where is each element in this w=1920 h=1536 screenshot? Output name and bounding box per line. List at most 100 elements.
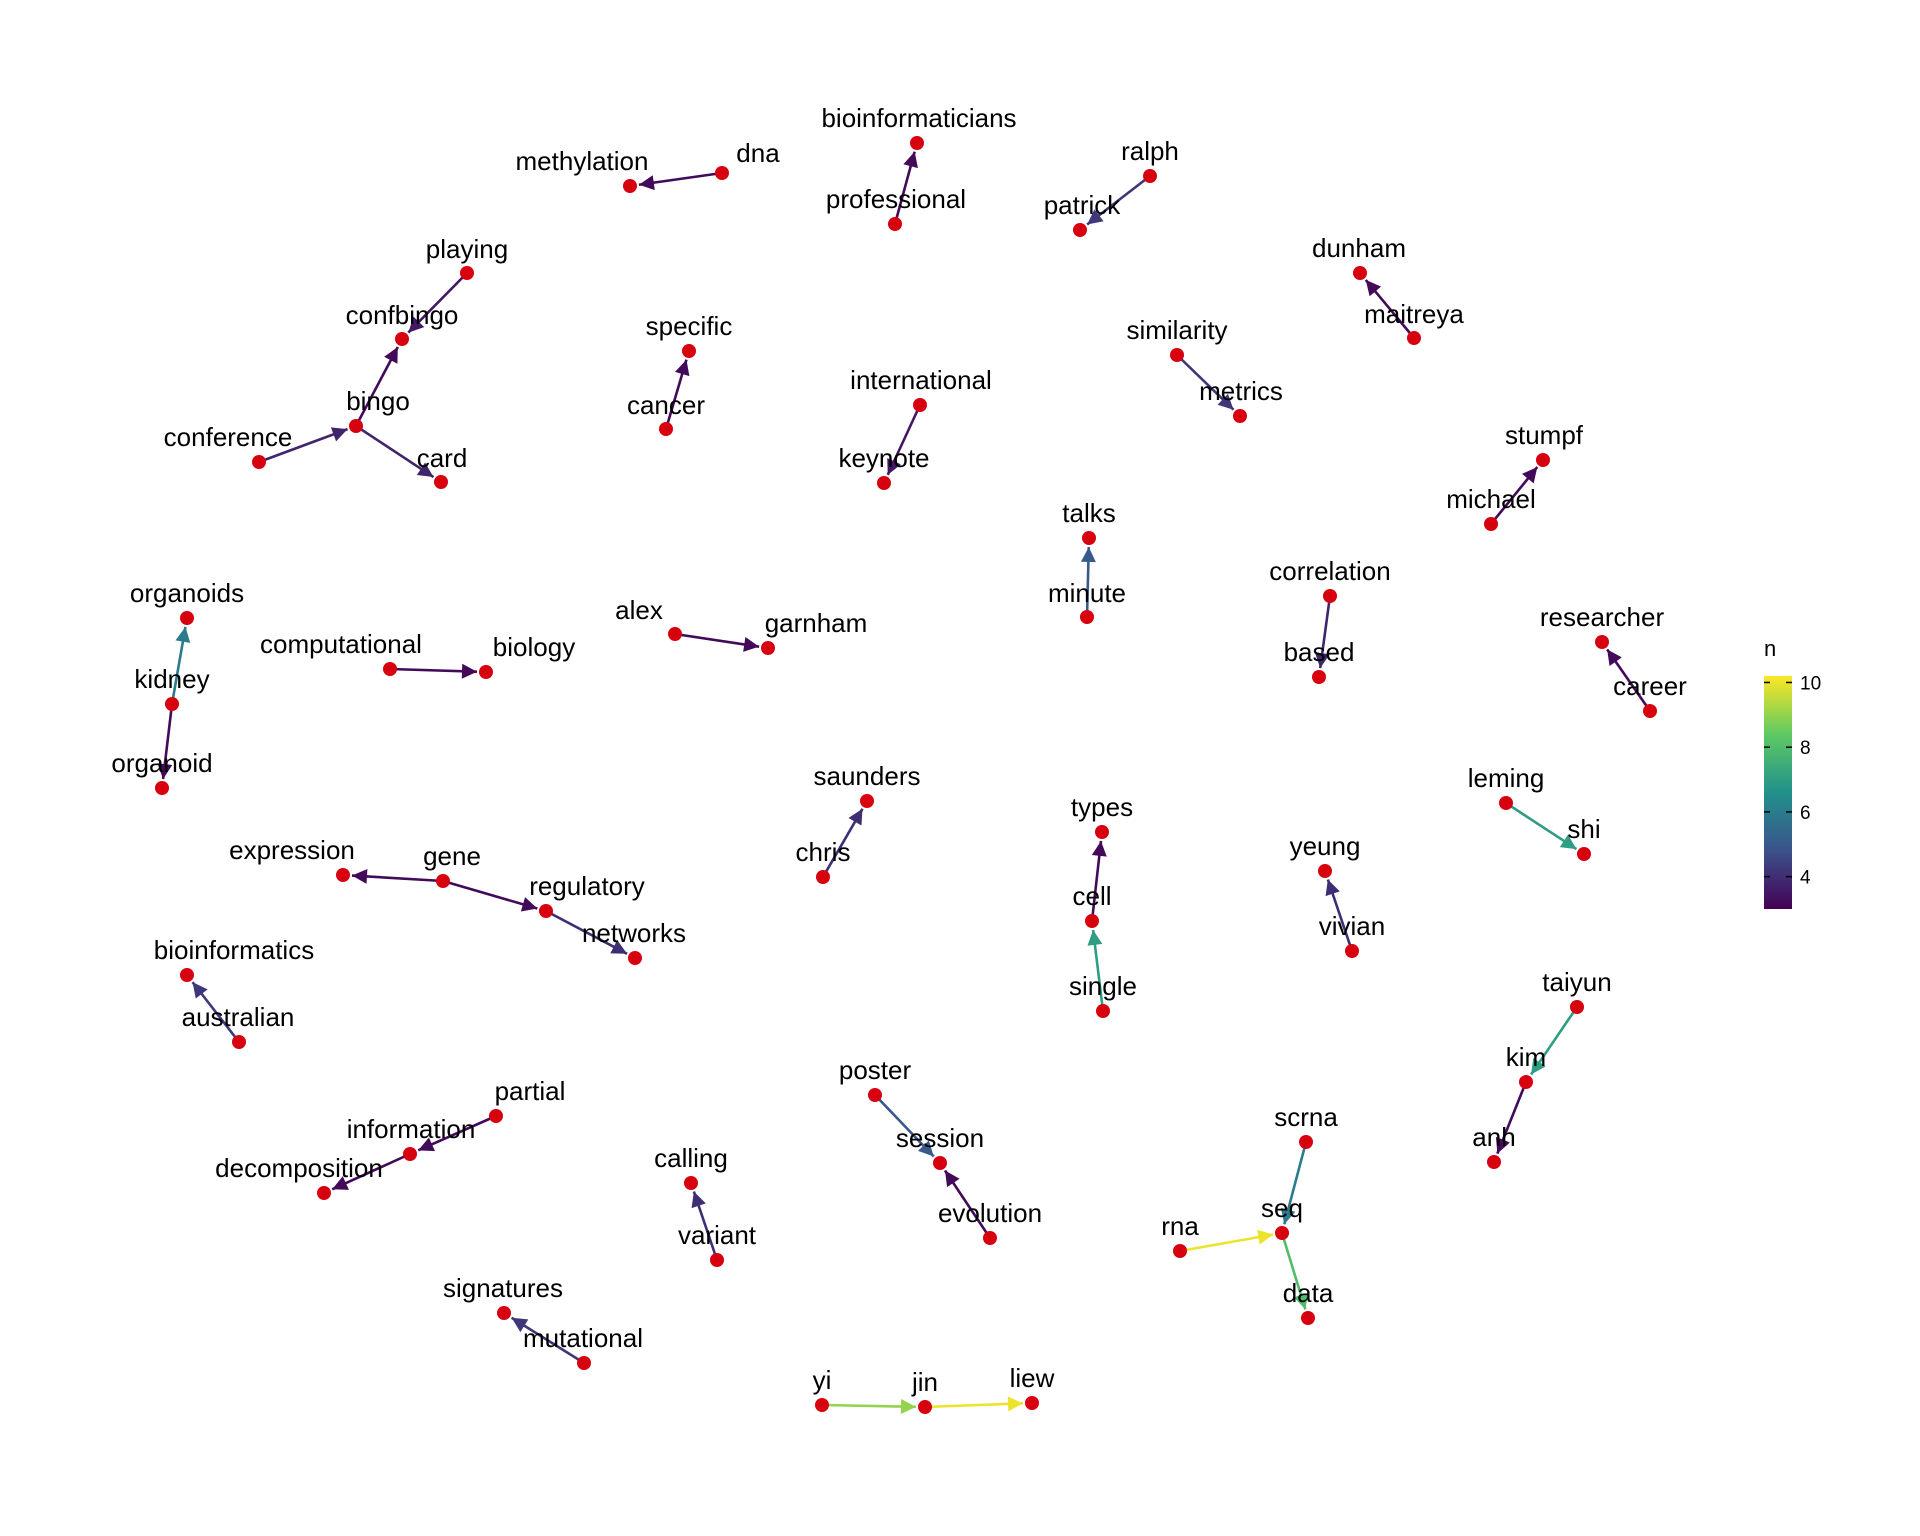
node-vivian [1345,944,1359,958]
node-label-organoid: organoid [111,748,212,778]
node-single [1096,1004,1110,1018]
node-label-patrick: patrick [1044,190,1122,220]
node-cell [1085,914,1099,928]
edge-chris-saunders [821,808,864,878]
node-minute [1080,610,1094,624]
edge-scrna-seq [1280,1141,1308,1225]
node-label-rna: rna [1161,1211,1199,1241]
node-label-gene: gene [423,841,481,871]
node-data [1301,1311,1315,1325]
node-label-stumpf: stumpf [1505,420,1584,450]
legend-tick-label: 6 [1800,803,1811,824]
node-label-single: single [1069,971,1137,1001]
node-bioinformatics [180,968,194,982]
edge-seq-data [1280,1232,1309,1310]
node-label-evolution: evolution [938,1198,1042,1228]
node-types [1095,825,1109,839]
edge-similarity-metrics [1176,354,1235,411]
edge-mutational-signatures [510,1316,585,1365]
node-label-information: information [347,1114,476,1144]
node-label-michael: michael [1446,484,1536,514]
node-label-playing: playing [426,234,508,264]
node-biology [479,665,493,679]
node-taiyun [1570,1000,1584,1014]
node-patrick [1073,223,1087,237]
node-label-data: data [1283,1278,1334,1308]
node-computational [383,662,397,676]
edge-partial-information [417,1114,497,1152]
edge-conference-bingo [258,427,349,464]
edge-information-decomposition [331,1152,411,1191]
node-talks [1082,531,1096,545]
node-correlation [1323,589,1337,603]
edge-cancer-specific [664,359,690,430]
node-label-variant: variant [678,1220,757,1250]
edge-australian-bioinformatics [191,981,241,1043]
node-label-signatures: signatures [443,1273,563,1303]
node-cancer [659,422,673,436]
node-label-conference: conference [164,422,293,452]
edge-vivian-yeung [1325,879,1354,952]
node-anh [1487,1155,1501,1169]
legend-colorbar [1764,676,1792,909]
edge-cell-types [1090,840,1107,922]
edge-leming-shi [1505,801,1578,851]
node-liew [1025,1396,1039,1410]
node-label-talks: talks [1062,498,1115,528]
node-dna [715,166,729,180]
node-regulatory [539,904,553,918]
edges-layer [157,151,1652,1415]
node-label-confbingo: confbingo [346,300,459,330]
node-australian [232,1035,246,1049]
node-label-correlation: correlation [1269,556,1390,586]
node-kidney [165,697,179,711]
node-label-international: international [850,365,992,395]
edge-gene-regulatory [442,879,538,912]
node-card [434,475,448,489]
node-label-bioinformatics: bioinformatics [154,935,314,965]
node-calling [684,1176,698,1190]
node-ralph [1143,169,1157,183]
edge-correlation-based [1314,595,1332,669]
node-garnham [761,641,775,655]
node-rna [1173,1244,1187,1258]
edge-bingo-confbingo [354,346,399,427]
node-maitreya [1407,331,1421,345]
node-information [403,1147,417,1161]
node-label-biology: biology [493,632,575,662]
node-michael [1484,517,1498,531]
node-international [913,398,927,412]
legend-title: n [1764,636,1776,661]
node-label-keynote: keynote [838,443,929,473]
node-signatures [497,1306,511,1320]
node-stumpf [1536,453,1550,467]
labels-layer: dnamethylationprofessionalbioinformatici… [111,103,1687,1397]
node-label-partial: partial [495,1076,566,1106]
node-label-professional: professional [826,184,966,214]
node-decomposition [317,1186,331,1200]
node-leming [1499,796,1513,810]
edge-playing-confbingo [407,272,468,334]
node-label-bioinformaticians: bioinformaticians [821,103,1016,133]
node-label-computational: computational [260,629,422,659]
node-label-types: types [1071,792,1133,822]
node-label-kim: kim [1506,1042,1546,1072]
node-confbingo [395,332,409,346]
legend-tick-label: 8 [1800,738,1811,759]
node-label-yeung: yeung [1290,831,1361,861]
node-kim [1519,1075,1533,1089]
node-metrics [1233,409,1247,423]
node-professional [888,217,902,231]
node-dunham [1353,266,1367,280]
edge-minute-talks [1080,546,1096,618]
node-label-minute: minute [1048,578,1126,608]
node-specific [682,344,696,358]
edge-taiyun-kim [1529,1006,1579,1076]
node-label-australian: australian [182,1002,295,1032]
node-organoids [180,611,194,625]
edge-evolution-session [943,1169,992,1239]
node-label-networks: networks [582,918,686,948]
node-mutational [577,1356,591,1370]
node-methylation [623,179,637,193]
